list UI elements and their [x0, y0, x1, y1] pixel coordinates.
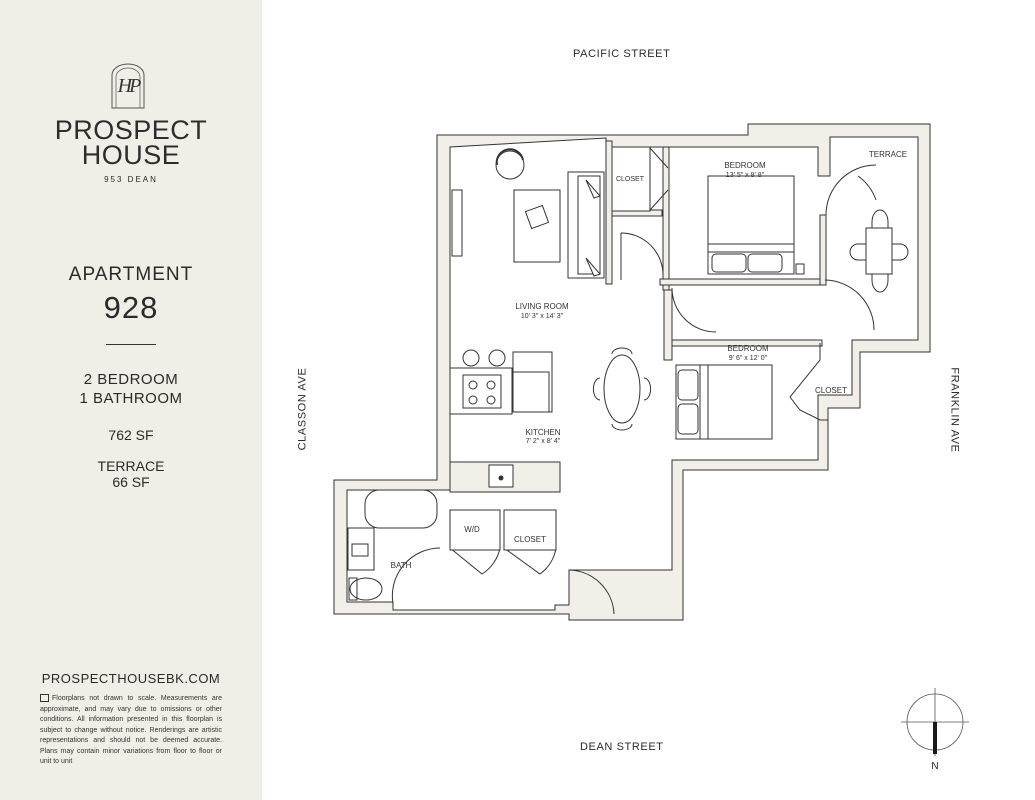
website-link[interactable]: PROSPECTHOUSEBK.COM	[41, 671, 221, 686]
dims-living-room: 10' 3" x 14' 3"	[521, 313, 564, 320]
disclaimer: Floorplans not drawn to scale. Measureme…	[40, 694, 222, 768]
monogram: HP	[117, 75, 142, 97]
label-bedroom2: BEDROOM	[727, 344, 769, 353]
terrace-area: 66 SF	[112, 474, 150, 490]
label-closet2: CLOSET	[815, 386, 847, 395]
label-bedroom1: BEDROOM	[724, 161, 766, 170]
label-wd: W/D	[464, 525, 480, 534]
logo-icon: HP	[109, 63, 147, 109]
street-north: PACIFIC STREET	[573, 48, 671, 60]
label-closet3: CLOSET	[514, 535, 546, 544]
brand-name-line2: HOUSE	[81, 140, 181, 170]
disclaimer-text: Floorplans not drawn to scale. Measureme…	[40, 695, 222, 765]
brand-address: 953 DEAN	[104, 175, 158, 184]
apartment-heading: APARTMENT	[68, 264, 194, 285]
street-south: DEAN STREET	[580, 741, 664, 753]
dims-bedroom1: 13' 5" x 8' 8"	[726, 172, 765, 179]
bathroom-count: 1 BATHROOM	[79, 390, 183, 407]
brand-name-line1: PROSPECT	[54, 115, 208, 145]
floor-plan: PACIFIC STREET DEAN STREET CLASSON AVE F…	[262, 0, 1035, 800]
floor-plan-drawing: BEDROOM 13' 5" x 8' 8" TERRACE CLOSET LI…	[333, 123, 969, 772]
label-bath: BATH	[391, 561, 412, 570]
terrace-label: TERRACE	[97, 458, 165, 474]
home-icon	[40, 694, 49, 703]
label-kitchen: KITCHEN	[525, 428, 560, 437]
unit-area: 762 SF	[108, 427, 154, 443]
label-terrace: TERRACE	[869, 150, 907, 159]
divider	[106, 344, 156, 345]
apartment-number: 928	[103, 290, 159, 325]
compass-label: N	[931, 761, 938, 772]
sidebar: HP PROSPECT HOUSE 953 DEAN APARTMENT 928…	[0, 0, 262, 800]
bedroom-count: 2 BEDROOM	[83, 371, 179, 388]
dims-kitchen: 7' 2" x 8' 4"	[526, 438, 561, 445]
compass-icon: N	[901, 688, 969, 772]
dims-bedroom2: 9' 6" x 12' 0"	[729, 355, 768, 362]
label-closet1: CLOSET	[616, 176, 645, 183]
label-living-room: LIVING ROOM	[515, 302, 569, 311]
